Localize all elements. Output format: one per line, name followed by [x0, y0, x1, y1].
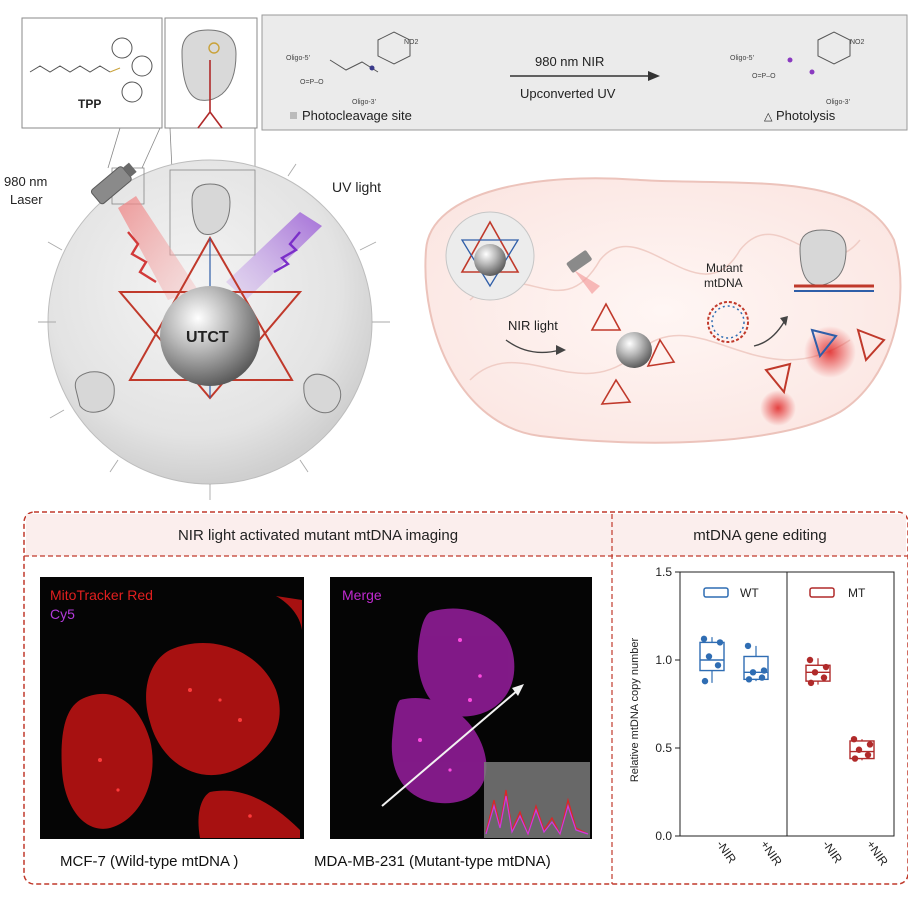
data-point	[761, 667, 767, 673]
data-point	[745, 643, 751, 649]
mitochondrion-diagram: NIR light Mutant mtDNA	[425, 178, 900, 442]
svg-text:Oligo-3': Oligo-3'	[352, 99, 376, 106]
imaging-title: NIR light activated mutant mtDNA imaging	[178, 527, 458, 544]
svg-text:WT: WT	[740, 586, 759, 600]
svg-text:O=P–O: O=P–O	[752, 73, 776, 80]
reaction-bottom-label: Upconverted UV	[520, 86, 616, 101]
top-scheme: TPP Oligo-5' O=P–O Oligo-3' NO2 Photocle…	[22, 15, 907, 170]
nanoparticle-diagram: 980 nm Laser UV light UTCT	[4, 160, 390, 500]
svg-text:O=P–O: O=P–O	[300, 79, 324, 86]
uv-label: UV light	[332, 179, 381, 195]
svg-text:NO2: NO2	[404, 39, 419, 46]
right-caption: MDA-MB-231 (Mutant-type mtDNA)	[314, 853, 551, 870]
data-point	[702, 678, 708, 684]
data-point	[851, 736, 857, 742]
data-point	[750, 669, 756, 675]
micrograph-right: Merge	[330, 577, 592, 839]
data-point	[706, 653, 712, 659]
data-point	[867, 741, 873, 747]
data-point	[759, 674, 765, 680]
data-point	[715, 662, 721, 668]
tpp-label: TPP	[78, 97, 101, 111]
data-point	[865, 752, 871, 758]
svg-text:MT: MT	[848, 586, 866, 600]
released-core	[616, 332, 652, 368]
mutant-label-line1: Mutant	[706, 261, 743, 275]
data-point	[821, 674, 827, 680]
y-tick-label: 0.5	[655, 741, 672, 755]
data-point	[852, 755, 858, 761]
data-point	[701, 636, 707, 642]
laser-label-line2: Laser	[10, 192, 43, 207]
tpp-inset	[22, 18, 162, 128]
y-tick-label: 0.0	[655, 829, 672, 843]
data-point	[746, 676, 752, 682]
svg-text:Oligo-5': Oligo-5'	[730, 55, 754, 62]
lock-icon	[290, 112, 297, 119]
svg-text:△: △	[764, 111, 773, 123]
left-caption: MCF-7 (Wild-type mtDNA )	[60, 853, 238, 870]
svg-text:Oligo-5': Oligo-5'	[286, 55, 310, 62]
merge-label: Merge	[342, 587, 382, 603]
photolysis-label: Photolysis	[776, 108, 836, 123]
micrograph-left: MitoTracker Red Cy5	[40, 577, 304, 839]
svg-text:Oligo-3': Oligo-3'	[826, 99, 850, 106]
y-tick-label: 1.5	[655, 565, 672, 579]
reaction-top-label: 980 nm NIR	[535, 54, 604, 69]
core-label: UTCT	[186, 329, 229, 346]
mitotracker-label: MitoTracker Red	[50, 587, 153, 603]
mutant-label-line2: mtDNA	[704, 276, 743, 290]
y-tick-label: 1.0	[655, 653, 672, 667]
svg-text:NO2: NO2	[850, 39, 865, 46]
photocleavage-label: Photocleavage site	[302, 108, 412, 123]
data-point	[823, 664, 829, 670]
enzyme-left-icon	[75, 372, 114, 412]
data-point	[717, 639, 723, 645]
bottom-panel: NIR light activated mutant mtDNA imaging…	[24, 512, 908, 884]
data-point	[808, 680, 814, 686]
cy5-label: Cy5	[50, 606, 75, 622]
data-point	[856, 747, 862, 753]
editing-title: mtDNA gene editing	[693, 527, 826, 544]
y-axis-label: Relative mtDNA copy number	[629, 638, 641, 783]
laser-label-line1: 980 nm	[4, 174, 47, 189]
data-point	[807, 657, 813, 663]
nir-light-label: NIR light	[508, 318, 558, 333]
data-point	[812, 669, 818, 675]
